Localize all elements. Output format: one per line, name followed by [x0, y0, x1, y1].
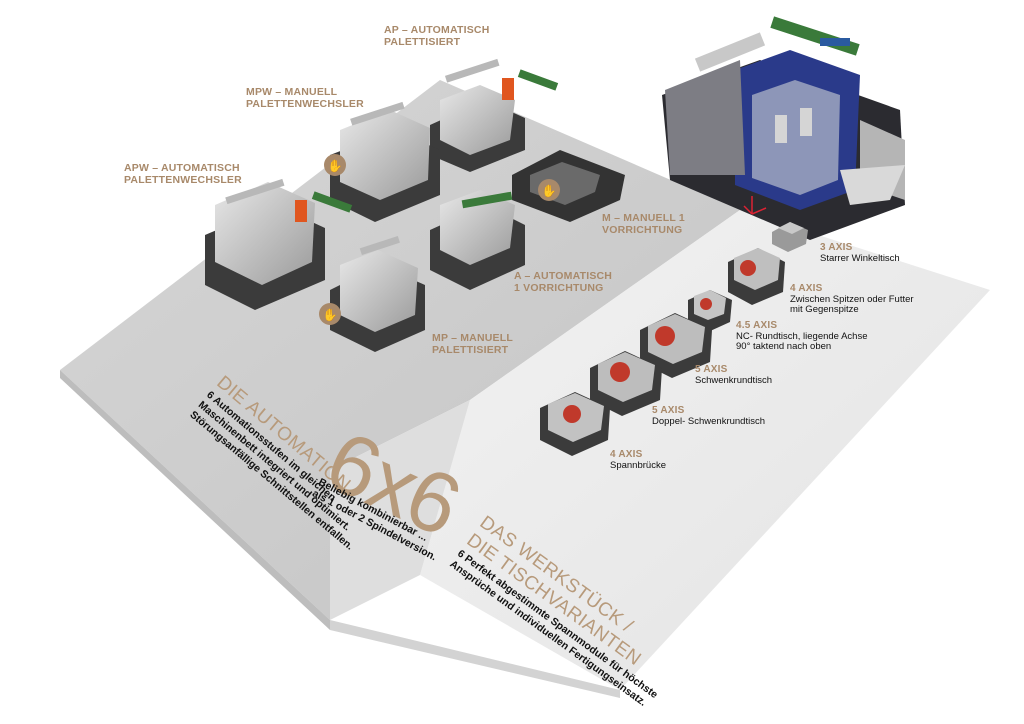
fixture-module-icon — [540, 392, 610, 456]
center-floor — [330, 400, 470, 620]
svg-text:✋: ✋ — [328, 159, 343, 173]
fixture-module-icon — [688, 290, 732, 332]
hand-icon: ✋ — [324, 154, 346, 176]
fixture-module-icon — [728, 248, 785, 305]
svg-text:✋: ✋ — [542, 184, 557, 198]
fixture-module-icon — [590, 351, 662, 416]
machine-apw — [205, 178, 353, 310]
coordinate-axes-icon — [743, 196, 767, 215]
floor-edge-left — [60, 370, 330, 630]
machine-a — [430, 190, 525, 290]
workpiece-floor — [420, 210, 990, 690]
machine-ap — [430, 58, 559, 172]
fixture-module-icon — [640, 313, 712, 378]
svg-text:✋: ✋ — [323, 308, 338, 322]
hand-icon: ✋ — [538, 179, 560, 201]
hand-icon: ✋ — [319, 303, 341, 325]
main-machine — [662, 16, 905, 240]
floor-edge-right — [330, 620, 620, 698]
machine-mp — [330, 236, 425, 352]
machine-mpw — [330, 101, 440, 222]
fixture-module-icon — [772, 222, 808, 252]
